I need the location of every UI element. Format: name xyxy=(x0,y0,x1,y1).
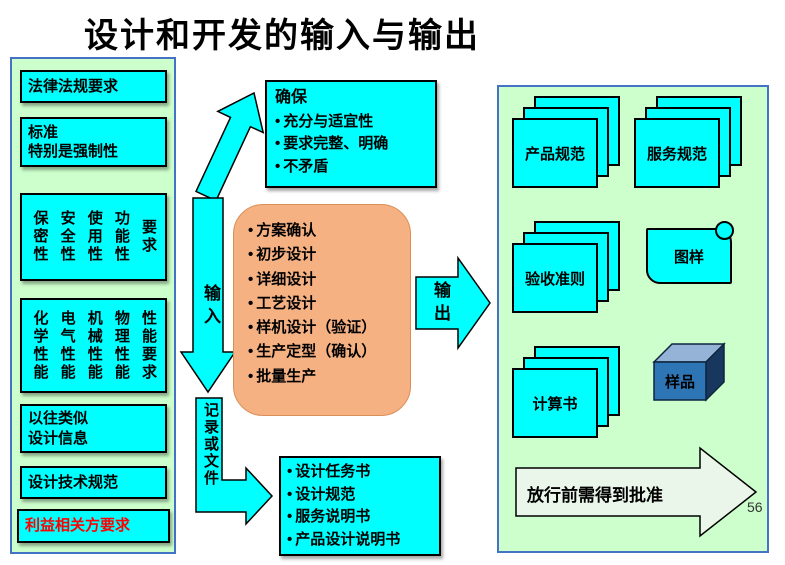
output-label: 样品 xyxy=(664,373,695,391)
vertical-text-column: 功能性 xyxy=(112,210,130,264)
document-item: 设计规范 xyxy=(287,484,433,507)
process-step: 样机设计（验证） xyxy=(248,316,402,340)
record-arrow-label: 记录或文件 xyxy=(202,402,219,487)
vertical-text-column: 电气性能 xyxy=(58,309,76,382)
input-box-legal: 法律法规要求 xyxy=(20,70,167,103)
process-step: 批量生产 xyxy=(248,365,402,389)
ensure-item: 要求完整、明确 xyxy=(275,133,427,156)
input-arrow-label: 输入 xyxy=(201,284,220,330)
input-box-text: 利益相关方要求 xyxy=(25,517,131,535)
vertical-text-column: 机械性能 xyxy=(85,309,103,382)
process-step: 方案确认 xyxy=(248,219,402,243)
output-label: 计算书 xyxy=(512,368,598,438)
output-label: 验收准则 xyxy=(512,243,598,313)
input-box-text: 特别是强制性 xyxy=(28,143,119,160)
document-stack-icon: 计算书 xyxy=(512,346,620,438)
process-step: 初步设计 xyxy=(248,243,402,267)
document-stack-icon: 验收准则 xyxy=(512,221,620,313)
input-box-text: 法律法规要求 xyxy=(28,77,119,95)
output-label: 图样 xyxy=(673,248,704,266)
vertical-text-column: 要求 xyxy=(140,219,157,255)
output-arrow-label: 输出 xyxy=(431,281,450,327)
input-box-standards: 标准 特别是强制性 xyxy=(20,117,167,167)
input-box-text: 设计信息 xyxy=(28,429,89,447)
vertical-text-column: 化学性能 xyxy=(31,309,49,382)
vertical-text-column: 使用性 xyxy=(85,210,103,264)
document-item: 设计任务书 xyxy=(287,461,433,484)
vertical-text-column: 安全性 xyxy=(58,210,76,264)
ensure-box: 确保 充分与适宜性 要求完整、明确 不矛盾 xyxy=(265,80,437,188)
document-item: 服务说明书 xyxy=(287,506,433,529)
output-label: 服务规范 xyxy=(634,118,720,188)
page-number: 56 xyxy=(747,499,763,515)
scroll-icon: 图样 xyxy=(646,221,734,284)
ensure-box-title: 确保 xyxy=(275,89,308,106)
input-box-performance: 化学性能 电气性能 机械性能 物理性能 性能要求 xyxy=(20,298,167,393)
input-box-text: 以往类似 xyxy=(28,410,89,427)
input-up-arrow xyxy=(195,91,265,202)
process-step: 工艺设计 xyxy=(248,292,402,316)
document-item: 产品设计说明书 xyxy=(287,529,433,552)
page-title: 设计和开发的输入与输出 xyxy=(84,17,480,55)
document-stack-icon: 产品规范 xyxy=(512,96,620,188)
vertical-text-column: 性能要求 xyxy=(140,309,157,382)
vertical-text-column: 物理性能 xyxy=(112,309,130,382)
approval-arrow-label: 放行前需得到批准 xyxy=(527,486,663,505)
ensure-item: 不矛盾 xyxy=(275,156,427,179)
input-box-requirements: 保密性 安全性 使用性 功能性 要求 xyxy=(20,193,167,281)
process-box: 方案确认 初步设计 详细设计 工艺设计 样机设计（验证） 生产定型（确认） 批量… xyxy=(233,204,411,416)
design-documents-box: 设计任务书 设计规范 服务说明书 产品设计说明书 xyxy=(279,456,441,556)
input-box-text: 设计技术规范 xyxy=(28,473,119,491)
input-box-text: 标准 xyxy=(28,123,59,141)
process-step: 生产定型（确认） xyxy=(248,340,402,364)
vertical-text-column: 保密性 xyxy=(31,210,49,264)
input-box-previous-designs: 以往类似 设计信息 xyxy=(20,404,167,453)
document-stack-icon: 服务规范 xyxy=(634,96,742,188)
cube-icon xyxy=(652,342,726,402)
input-box-stakeholders: 利益相关方要求 xyxy=(17,509,170,543)
input-box-tech-spec: 设计技术规范 xyxy=(20,466,167,499)
output-label: 产品规范 xyxy=(512,118,598,188)
ensure-item: 充分与适宜性 xyxy=(275,111,427,134)
process-step: 详细设计 xyxy=(248,268,402,292)
